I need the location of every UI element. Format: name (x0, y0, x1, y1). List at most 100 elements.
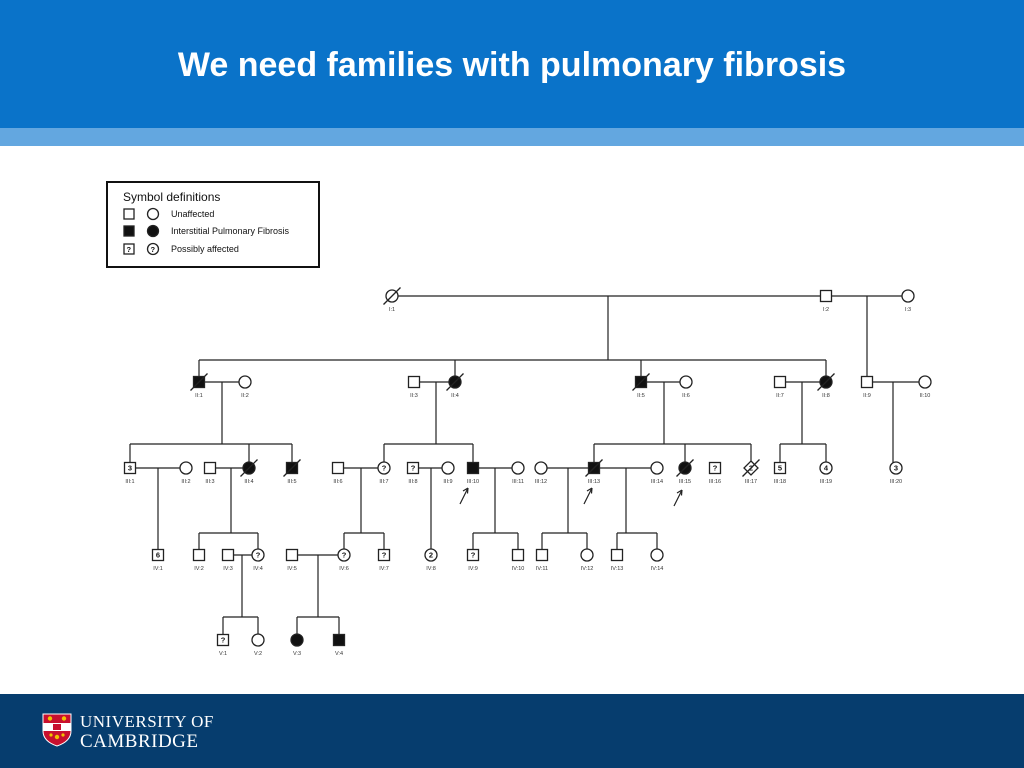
label-ii-10: II:10 (920, 393, 931, 399)
deceased-slash-iii-15 (676, 459, 694, 477)
label-iii-7: III:7 (379, 479, 388, 485)
individual-i-2: I:2 (819, 289, 833, 313)
legend-possible-square-mark: ? (127, 245, 132, 254)
symbol-iv-14 (650, 548, 664, 562)
symbol-iii-18 (773, 461, 787, 475)
symbol-iv-10 (511, 548, 525, 562)
label-ii-2: II:2 (241, 393, 249, 399)
label-iii-13: III:13 (588, 479, 600, 485)
deceased-slash-iii-13 (585, 459, 603, 477)
label-iii-17: III:17 (745, 479, 757, 485)
symbol-ii-7 (773, 375, 787, 389)
label-iii-1: III:1 (125, 479, 134, 485)
label-i-3: I:3 (905, 307, 911, 313)
symbol-mark-iv-8: 2 (429, 551, 433, 560)
symbol-iii-2 (179, 461, 193, 475)
individual-ii-1: II:1 (190, 373, 208, 399)
symbol-iv-12 (580, 548, 594, 562)
individual-iv-14: IV:14 (650, 548, 664, 572)
label-ii-1: II:1 (195, 393, 203, 399)
label-iv-3: IV:3 (223, 566, 233, 572)
individual-ii-3: II:3 (407, 375, 421, 399)
line-gen4 (222, 554, 340, 634)
label-iv-12: IV:12 (581, 566, 594, 572)
label-iv-7: IV:7 (379, 566, 389, 572)
label-iv-10: IV:10 (512, 566, 525, 572)
label-iii-12: III:12 (535, 479, 547, 485)
label-v-2: V:2 (254, 651, 262, 657)
individual-ii-7: II:7 (773, 375, 787, 399)
symbol-legend: Symbol definitions Unaffected Interstiti… (106, 181, 320, 268)
symbol-ii-6 (679, 375, 693, 389)
individual-iii-9: III:9 (441, 461, 455, 485)
label-iii-16: III:16 (709, 479, 721, 485)
symbol-iv-9 (466, 548, 480, 562)
symbol-iv-8 (424, 548, 438, 562)
individual-iv-1: 6IV:1 (151, 548, 165, 572)
individual-v-3: V:3 (290, 633, 304, 657)
individual-iii-11: III:11 (511, 461, 525, 485)
individual-iv-4: ?IV:4 (251, 548, 265, 572)
label-v-4: V:4 (335, 651, 343, 657)
title-banner (0, 0, 1024, 128)
proband-arrow-III10 (459, 487, 469, 505)
line-gen2-sibships (129, 382, 894, 463)
symbol-mark-iv-6: ? (342, 551, 347, 560)
individual-i-3: I:3 (901, 289, 915, 313)
label-iv-9: IV:9 (468, 566, 478, 572)
label-iii-19: III:19 (820, 479, 832, 485)
individual-iii-2: III:2 (179, 461, 193, 485)
symbol-mark-iv-4: ? (256, 551, 261, 560)
label-ii-5: II:5 (637, 393, 645, 399)
symbol-i-3 (901, 289, 915, 303)
individual-iii-7: ?III:7 (377, 461, 391, 485)
university-logo-line1: UNIVERSITY OF (80, 712, 214, 731)
symbol-iv-6 (337, 548, 351, 562)
symbol-iii-3 (203, 461, 217, 475)
pedigree-diagram: Symbol definitions Unaffected Interstiti… (106, 181, 932, 657)
symbol-iv-7 (377, 548, 391, 562)
legend-affected-square (123, 225, 135, 237)
banner-stripe (0, 128, 1024, 146)
proband-arrow-III13 (583, 487, 593, 505)
symbol-iv-2 (192, 548, 206, 562)
label-ii-8: II:8 (822, 393, 830, 399)
label-iii-8: III:8 (408, 479, 417, 485)
symbol-mark-iii-20: 3 (894, 464, 898, 473)
cambridge-shield-logo (42, 713, 72, 747)
symbol-mark-iv-7: ? (382, 551, 387, 560)
legend-title: Symbol definitions (123, 190, 220, 204)
symbol-mark-iii-18: 5 (778, 464, 782, 473)
symbol-ii-2 (238, 375, 252, 389)
symbol-ii-10 (918, 375, 932, 389)
label-iii-15: III:15 (679, 479, 691, 485)
individual-iii-5: III:5 (283, 459, 301, 485)
symbol-mark-v-1: ? (221, 636, 226, 645)
deceased-slash-iii-4 (240, 459, 258, 477)
individual-iii-10: III:10 (466, 461, 480, 485)
individual-ii-5: II:5 (632, 373, 650, 399)
symbol-iii-19 (819, 461, 833, 475)
deceased-slash-ii-8 (817, 373, 835, 391)
symbol-iv-1 (151, 548, 165, 562)
label-v-3: V:3 (293, 651, 301, 657)
individual-iii-15: III:15 (676, 459, 694, 485)
symbol-iv-11 (535, 548, 549, 562)
symbol-mark-iii-19: 4 (824, 464, 829, 473)
label-iii-4: III:4 (244, 479, 253, 485)
symbol-iv-5 (285, 548, 299, 562)
individual-iv-3: IV:3 (221, 548, 235, 572)
symbol-iv-3 (221, 548, 235, 562)
individual-iii-6: III:6 (331, 461, 345, 485)
label-iii-18: III:18 (774, 479, 786, 485)
individual-iv-2: IV:2 (192, 548, 206, 572)
individual-iii-8: ?III:8 (406, 461, 420, 485)
label-iv-11: IV:11 (536, 566, 548, 572)
label-iii-10: III:10 (467, 479, 479, 485)
individual-ii-2: II:2 (238, 375, 252, 399)
label-iii-20: III:20 (890, 479, 902, 485)
label-ii-6: II:6 (682, 393, 690, 399)
